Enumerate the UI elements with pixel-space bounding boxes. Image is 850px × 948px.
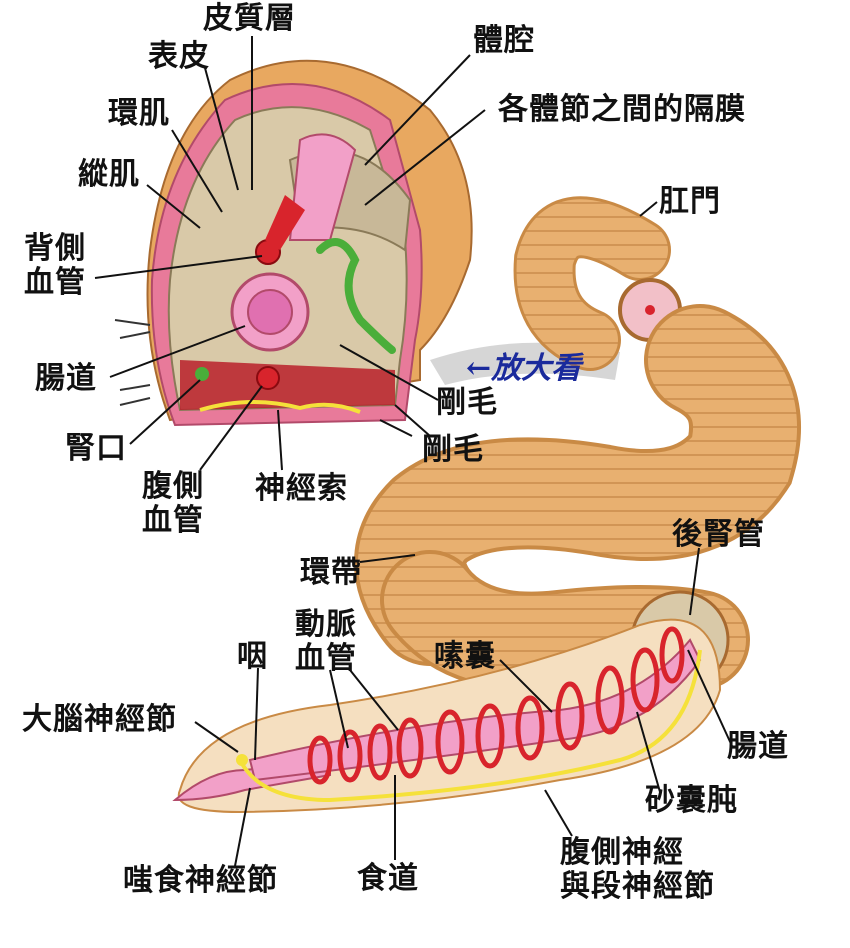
label-circular-muscle: 環肌 (108, 96, 170, 131)
label-longitudinal-muscle: 縱肌 (78, 157, 140, 192)
setae-left (114, 319, 151, 406)
label-cuticle: 皮質層 (203, 1, 296, 36)
label-esophagus: 食道 (357, 861, 419, 896)
label-intestine-bottom: 腸道 (727, 729, 789, 764)
label-ventral-vessel: 腹側血管 (142, 469, 204, 538)
label-cerebral-ganglion: 大腦神經節 (22, 702, 177, 737)
label-setae-2: 剛毛 (422, 432, 484, 467)
label-nephridiopore: 腎口 (65, 431, 127, 466)
label-pharynx: 咽 (237, 639, 268, 674)
nephridium-green (316, 238, 396, 354)
leader-lines (94, 36, 733, 867)
label-coelom: 體腔 (473, 23, 535, 58)
label-epidermis: 表皮 (148, 39, 210, 74)
label-nerve-cord: 神經索 (255, 471, 348, 506)
ventral-muscle-band (180, 360, 395, 410)
ventral-vessel-dot (256, 366, 280, 390)
label-dorsal-vessel: 背側血管 (24, 231, 86, 300)
dissected-front (172, 618, 722, 814)
label-clitellum: 環帶 (300, 555, 362, 590)
label-subpharyngeal-ganglion: 嗤食神經節 (123, 863, 278, 898)
enlarged-segment (114, 59, 473, 427)
nephridiopore-dot (195, 367, 209, 381)
ventral-nerve-line (238, 649, 702, 803)
label-zoom: ←放大看 (466, 351, 582, 386)
label-aortic-arches: 動脈血管 (295, 607, 357, 676)
label-metanephridium: 後腎管 (672, 517, 765, 552)
dorsal-vessel-tube (265, 195, 305, 250)
label-ventral-nerve: 腹側神經與段神經節 (560, 835, 715, 904)
gut-tube (288, 133, 357, 241)
label-gizzard: 砂囊肫 (645, 783, 738, 818)
label-intestine-top: 腸道 (35, 361, 97, 396)
label-crop: 嗉囊 (434, 639, 496, 674)
nerve-cord-line (199, 399, 361, 414)
label-setae-1: 剛毛 (436, 385, 498, 420)
aortic-rings (307, 626, 685, 785)
cerebral-ganglion-dot (236, 754, 248, 766)
label-septum: 各體節之間的隔膜 (498, 92, 746, 127)
label-anus: 肛門 (659, 184, 721, 219)
